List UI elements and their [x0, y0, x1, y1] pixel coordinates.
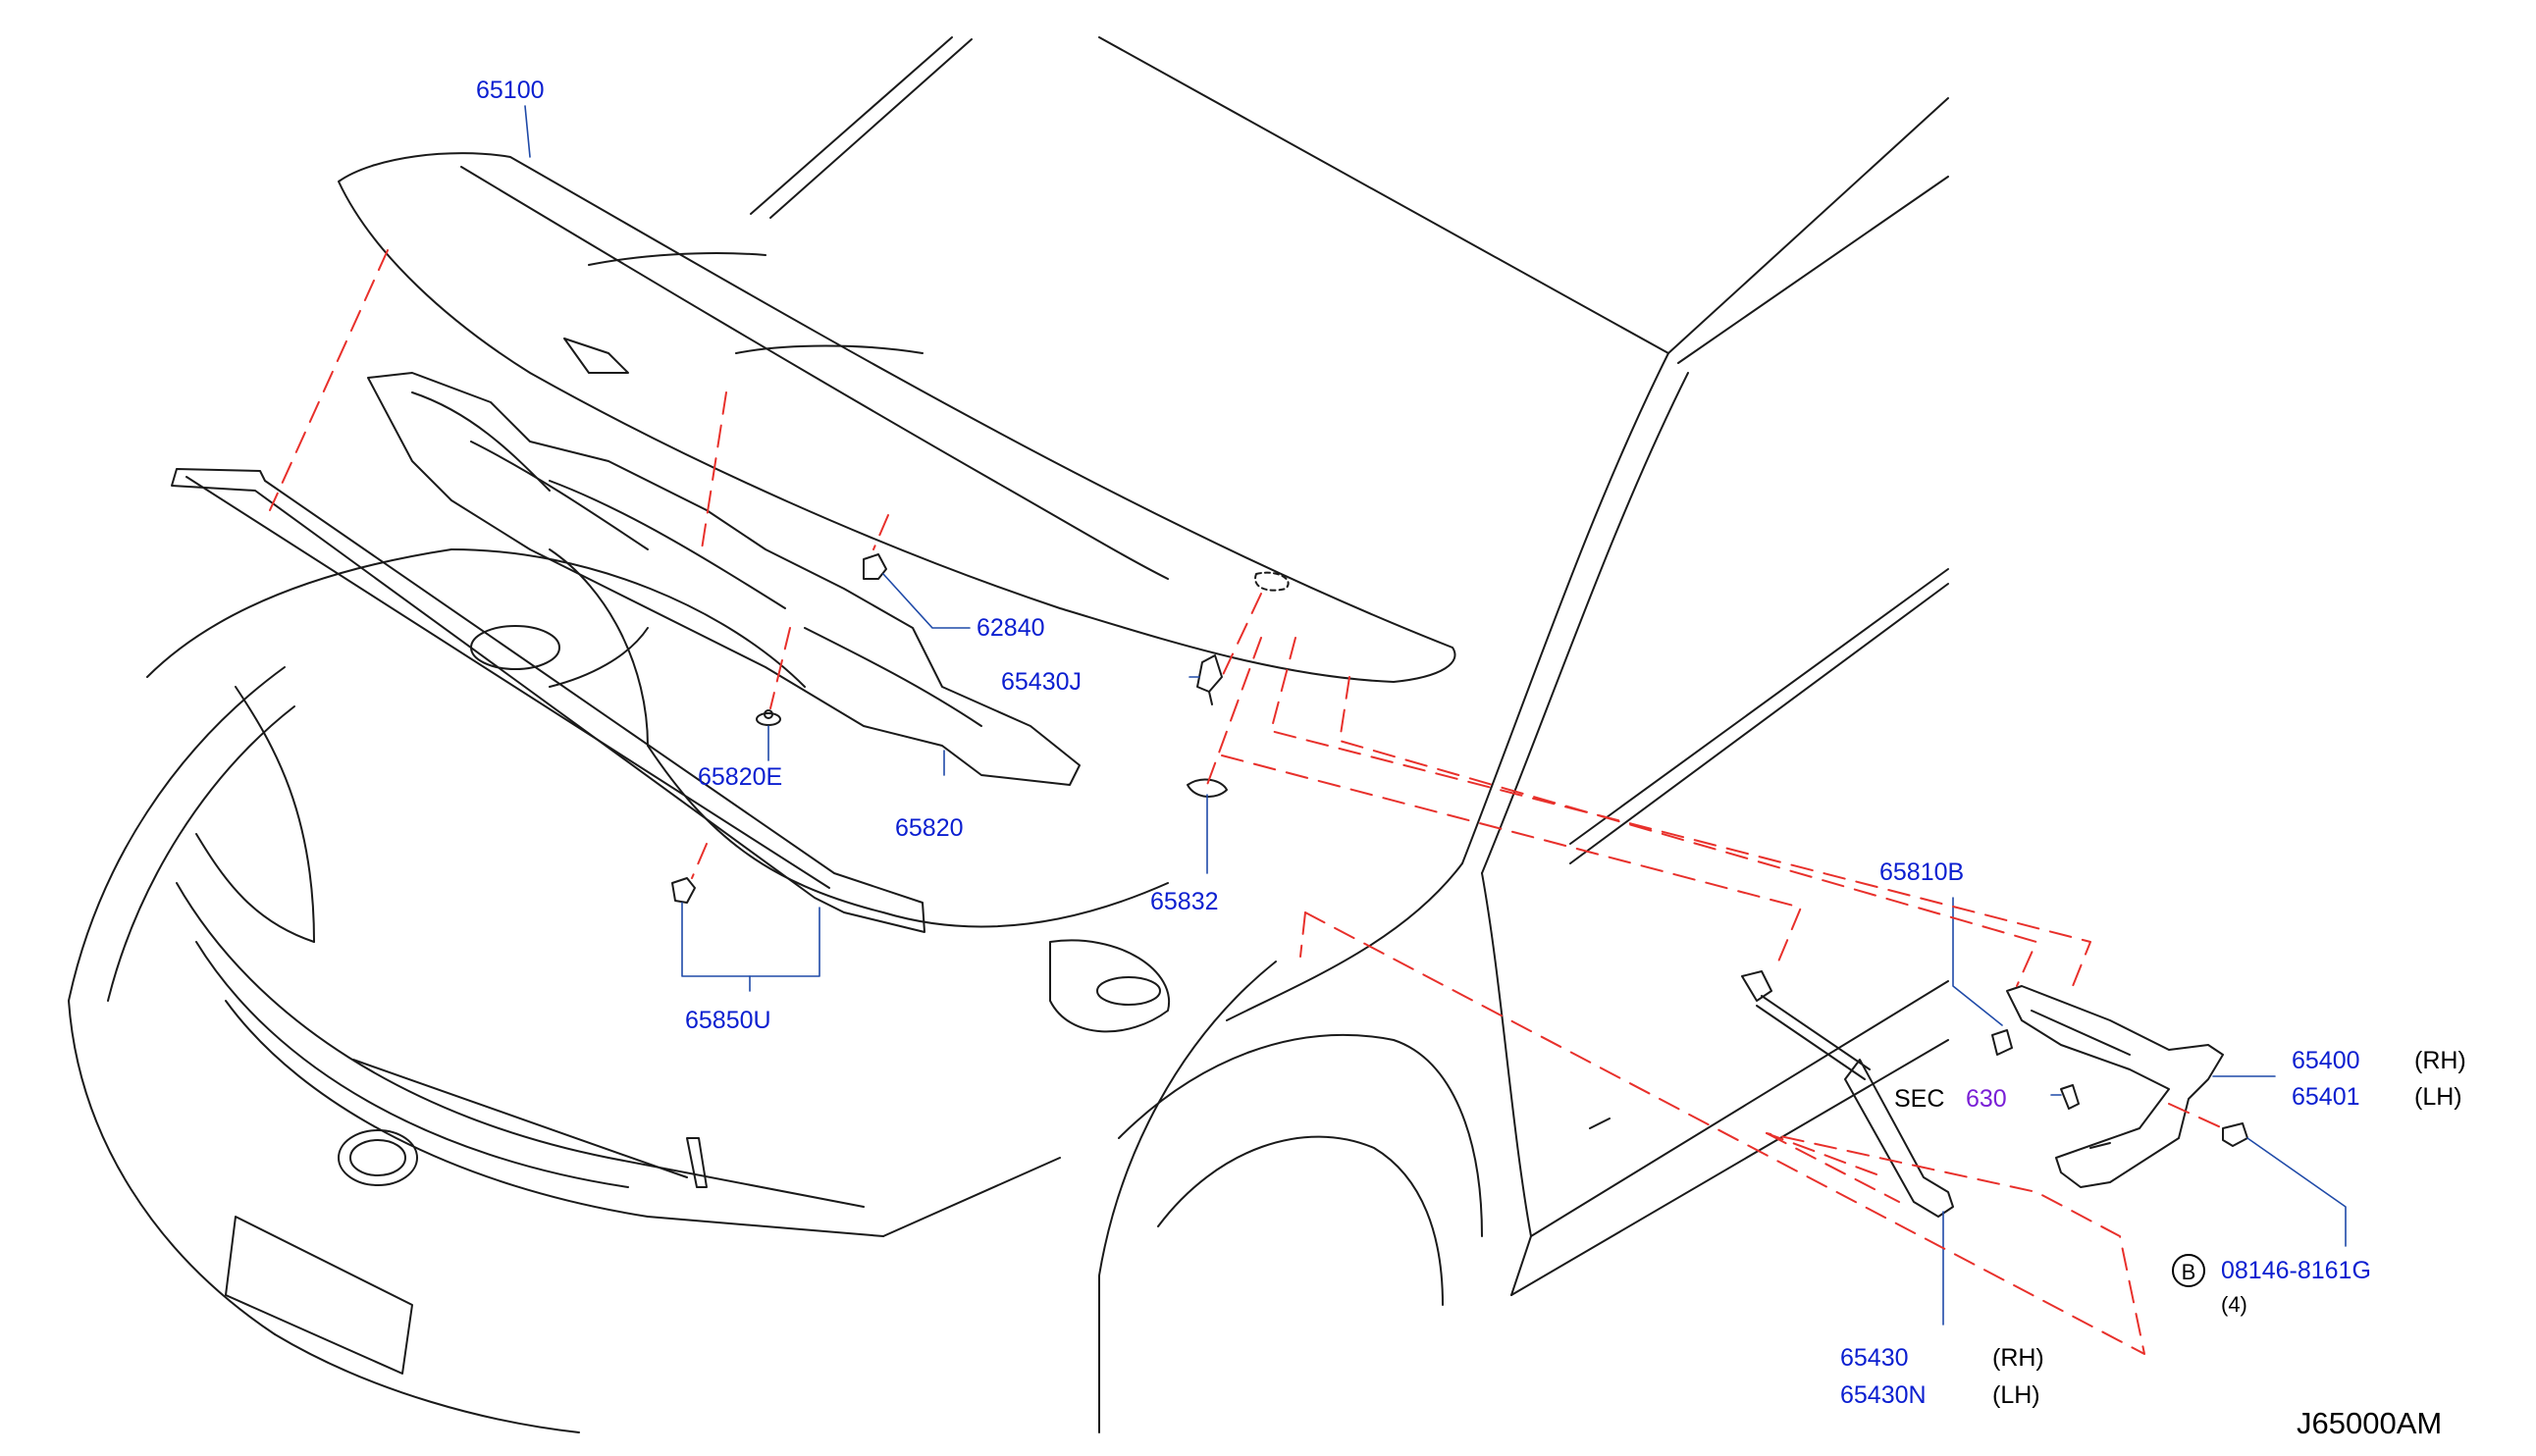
striker-65430J: [1196, 654, 1223, 705]
part-65820E-label[interactable]: 65820E: [698, 763, 783, 791]
strut-lh-label: (LH): [1992, 1381, 2040, 1409]
part-65850U-label[interactable]: 65850U: [685, 1007, 771, 1034]
part-62840-label[interactable]: 62840: [977, 614, 1045, 642]
part-65430N-label[interactable]: 65430N: [1840, 1381, 1927, 1409]
bolt-marker-badge: B: [2172, 1254, 2205, 1287]
guide-lines: [269, 249, 2224, 1355]
hinge-bolt: [2060, 1084, 2248, 1147]
part-65430J-label[interactable]: 65430J: [1001, 668, 1083, 696]
hood-panel: [338, 152, 1456, 683]
sec-number-link[interactable]: 630: [1966, 1085, 2007, 1113]
part-65832-label[interactable]: 65832: [1150, 888, 1219, 915]
grille-bumper-outline: [68, 666, 1061, 1433]
part-65820-label[interactable]: 65820: [895, 814, 964, 842]
part-65400-label[interactable]: 65400: [2292, 1047, 2360, 1074]
part-65430-label[interactable]: 65430: [1840, 1344, 1909, 1372]
hood-gas-strut: [1741, 970, 1954, 1218]
bumper-stopper-62840: [863, 553, 887, 580]
diagram-code: J65000AM: [2297, 1406, 2443, 1440]
side-lh-label: (LH): [2414, 1083, 2462, 1111]
side-rh-label: (RH): [2414, 1047, 2466, 1074]
bolt-part-label[interactable]: 08146-8161G: [2221, 1257, 2371, 1284]
strut-rh-label: (RH): [1992, 1344, 2044, 1372]
part-65100-label[interactable]: 65100: [476, 77, 545, 104]
hood-hinge: [1991, 985, 2224, 1188]
pad-65832: [1187, 778, 1228, 798]
bolt-qty-label: (4): [2221, 1292, 2247, 1317]
clip-65820E: [756, 709, 781, 726]
hood-insulator: [367, 372, 1081, 786]
front-seal-strip: [171, 468, 925, 933]
part-65810B-label[interactable]: 65810B: [1879, 858, 1965, 886]
clip-65850U: [671, 877, 696, 904]
windshield-outline: [750, 36, 1949, 874]
part-65401-label[interactable]: 65401: [2292, 1083, 2360, 1111]
leader-lines: [524, 105, 2347, 1326]
sec-prefix-label: SEC: [1894, 1085, 1945, 1113]
body-outline: [1098, 862, 1949, 1433]
